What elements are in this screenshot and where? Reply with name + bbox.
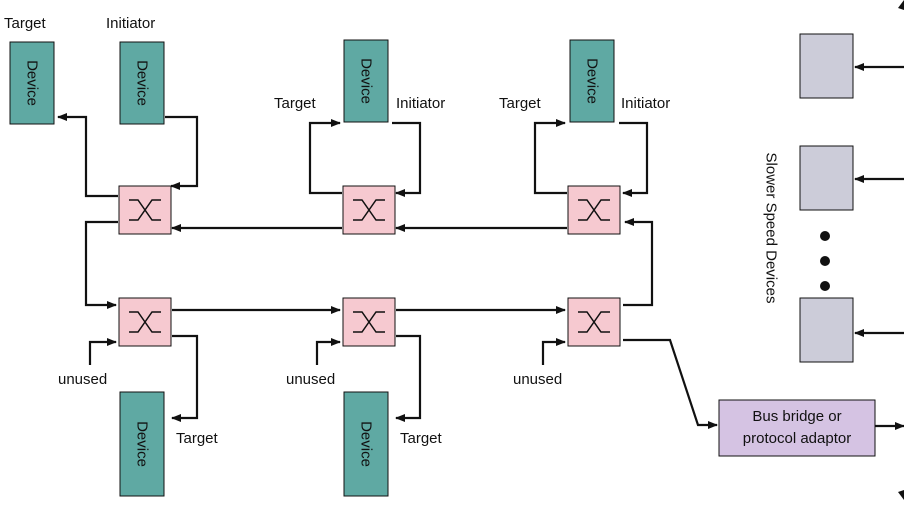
label-target-bottom-middle: Target xyxy=(400,430,443,447)
switch-top-right xyxy=(567,185,621,235)
bus-arrowhead-bottom xyxy=(898,490,904,500)
label-target-top-middle: Target xyxy=(274,95,317,112)
device-label: Device xyxy=(134,60,151,106)
wire-initiator-to-sw2 xyxy=(392,121,422,197)
device-label: Device xyxy=(358,421,375,467)
connections xyxy=(57,0,904,500)
crossbar-switch-icon xyxy=(129,199,161,221)
label-initiator-top-middle: Initiator xyxy=(396,95,445,112)
label-target-bottom-left: Target xyxy=(176,430,219,447)
label-unused-1: unused xyxy=(58,371,107,388)
bridge-label-line1: Bus bridge or xyxy=(752,408,841,425)
crossbar-switch-icon xyxy=(578,199,610,221)
device-target-top-left: Device xyxy=(9,41,55,125)
device-initiator-top-left: Device xyxy=(119,41,165,125)
device-top-middle: Device xyxy=(343,39,389,123)
wire-unused-2 xyxy=(315,338,341,365)
device-bottom-left: Device xyxy=(119,391,165,497)
crossbar-switch-icon xyxy=(353,311,385,333)
crossbar-switch-icon xyxy=(129,311,161,333)
slow-device-1 xyxy=(799,33,854,99)
bus-bridge-box: Bus bridge or protocol adaptor xyxy=(718,399,876,457)
crossbar-switch-icon xyxy=(353,199,385,221)
label-unused-3: unused xyxy=(513,371,562,388)
switch-top-left xyxy=(118,185,172,235)
vertical-ellipsis-dots xyxy=(820,231,830,291)
slow-device-2 xyxy=(799,145,854,211)
wire-sw1-to-target xyxy=(57,113,118,198)
device-label: Device xyxy=(24,60,41,106)
slower-speed-devices-label: Slower Speed Devices xyxy=(763,153,780,304)
label-initiator-top-left: Initiator xyxy=(106,15,155,32)
bus-arrowhead-top xyxy=(898,0,904,10)
switch-bottom-right xyxy=(567,297,621,347)
switch-top-middle xyxy=(342,185,396,235)
wire-unused-1 xyxy=(88,338,117,365)
device-top-right: Device xyxy=(569,39,615,123)
label-target-top-left: Target xyxy=(4,15,47,32)
device-label: Device xyxy=(134,421,151,467)
device-label: Device xyxy=(358,58,375,104)
loop-left xyxy=(84,220,118,309)
wire-sw5-to-target xyxy=(395,334,422,422)
wire-initiator-to-sw1 xyxy=(165,115,199,190)
wire-initiator-to-sw3 xyxy=(619,121,649,197)
switch-bottom-middle xyxy=(342,297,396,347)
label-target-top-right: Target xyxy=(499,95,542,112)
device-bottom-middle: Device xyxy=(343,391,389,497)
loop-right xyxy=(623,218,654,307)
wire-sw2-to-target xyxy=(308,119,342,195)
label-initiator-top-right: Initiator xyxy=(621,95,670,112)
wire-switch-to-bridge xyxy=(623,338,718,429)
wire-sw4-to-target xyxy=(171,334,199,422)
slow-device-3 xyxy=(799,297,854,363)
wire-unused-3 xyxy=(541,338,566,365)
bridge-label-line2: protocol adaptor xyxy=(743,430,851,447)
device-label: Device xyxy=(584,58,601,104)
crossbar-switch-icon xyxy=(578,311,610,333)
wire-sw3-to-target xyxy=(533,119,567,195)
switch-bottom-left xyxy=(118,297,172,347)
label-unused-2: unused xyxy=(286,371,335,388)
